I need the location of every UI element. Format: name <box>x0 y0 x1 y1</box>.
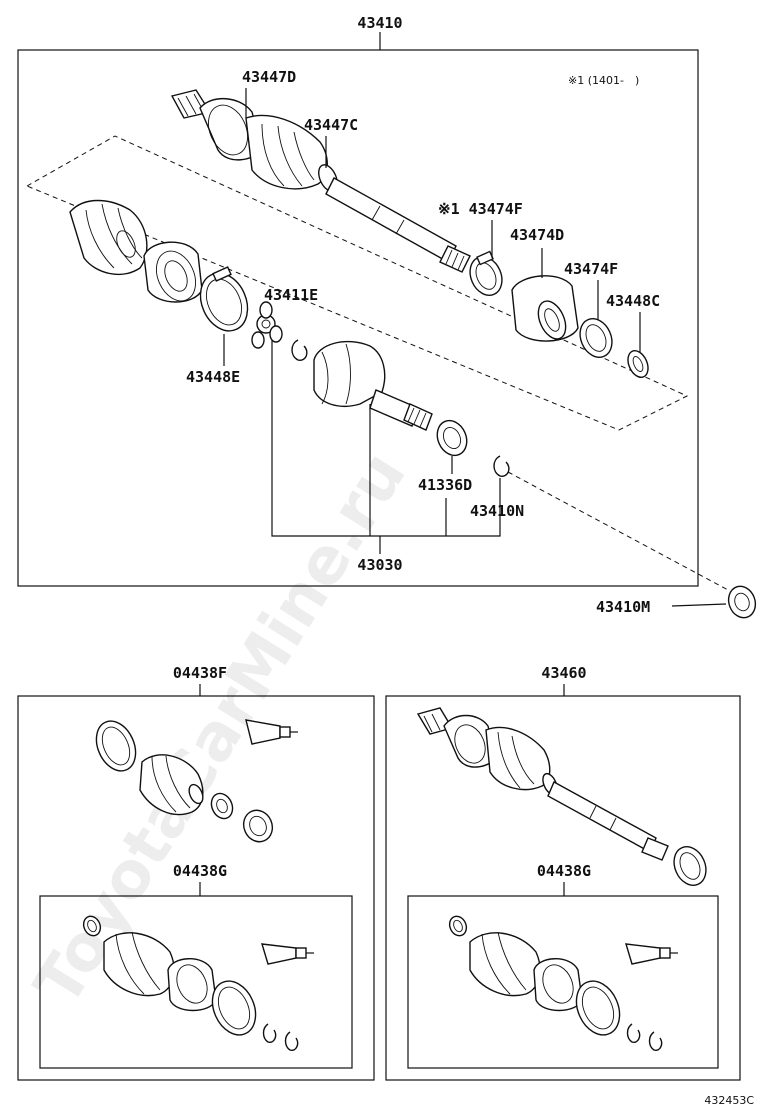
label-43474D[interactable]: 43474D <box>510 226 564 244</box>
kit-04438G-left-parts <box>82 915 314 1051</box>
label-43447D[interactable]: 43447D <box>242 68 296 86</box>
part-snap-ring <box>291 339 308 361</box>
label-41336D[interactable]: 41336D <box>418 476 472 494</box>
label-43447C[interactable]: 43447C <box>304 116 358 134</box>
part-43474F <box>579 318 613 358</box>
label-04438G-right[interactable]: 04438G <box>537 862 591 880</box>
part-housing-ring <box>143 241 203 303</box>
part-43410N <box>493 455 510 477</box>
part-43474D <box>511 275 579 342</box>
label-43448E[interactable]: 43448E <box>186 368 240 386</box>
top-frame <box>17 49 699 587</box>
label-43410N[interactable]: 43410N <box>470 502 524 520</box>
label-43410M[interactable]: 43410M <box>596 598 650 616</box>
label-43030[interactable]: 43030 <box>357 556 402 574</box>
label-43474F-note[interactable]: ※1 43474F <box>438 200 523 218</box>
part-43030 <box>313 340 433 431</box>
label-43460[interactable]: 43460 <box>541 664 586 682</box>
kit-04438F-parts <box>95 719 298 843</box>
kit-43460-shaft <box>416 707 707 886</box>
label-04438F[interactable]: 04438F <box>173 664 227 682</box>
exploded-boundary <box>26 135 689 431</box>
note-1401: ※1 (1401- ) <box>568 74 639 87</box>
part-43474F-note <box>469 250 503 296</box>
label-43410[interactable]: 43410 <box>357 14 402 32</box>
watermark: ToyotaCarMine.ru <box>21 440 421 1019</box>
kit-04438G-right-parts <box>448 915 678 1051</box>
label-43411E[interactable]: 43411E <box>264 286 318 304</box>
kit-43460-frame <box>385 695 741 1081</box>
kit-04438F-frame <box>17 695 375 1081</box>
kit-04438G-left-frame <box>39 895 353 1069</box>
part-43410M <box>727 585 757 619</box>
label-04438G-left[interactable]: 04438G <box>173 862 227 880</box>
label-43448C[interactable]: 43448C <box>606 292 660 310</box>
diagram-code: 432453C <box>704 1094 754 1107</box>
drive-shaft-assembly <box>170 89 471 273</box>
part-43448E <box>199 266 249 332</box>
label-43474F[interactable]: 43474F <box>564 260 618 278</box>
part-41336D <box>436 419 468 457</box>
part-43448C <box>627 349 649 379</box>
part-inner-boot <box>69 199 148 275</box>
kit-04438G-right-frame <box>407 895 719 1069</box>
part-43411E <box>251 301 283 349</box>
